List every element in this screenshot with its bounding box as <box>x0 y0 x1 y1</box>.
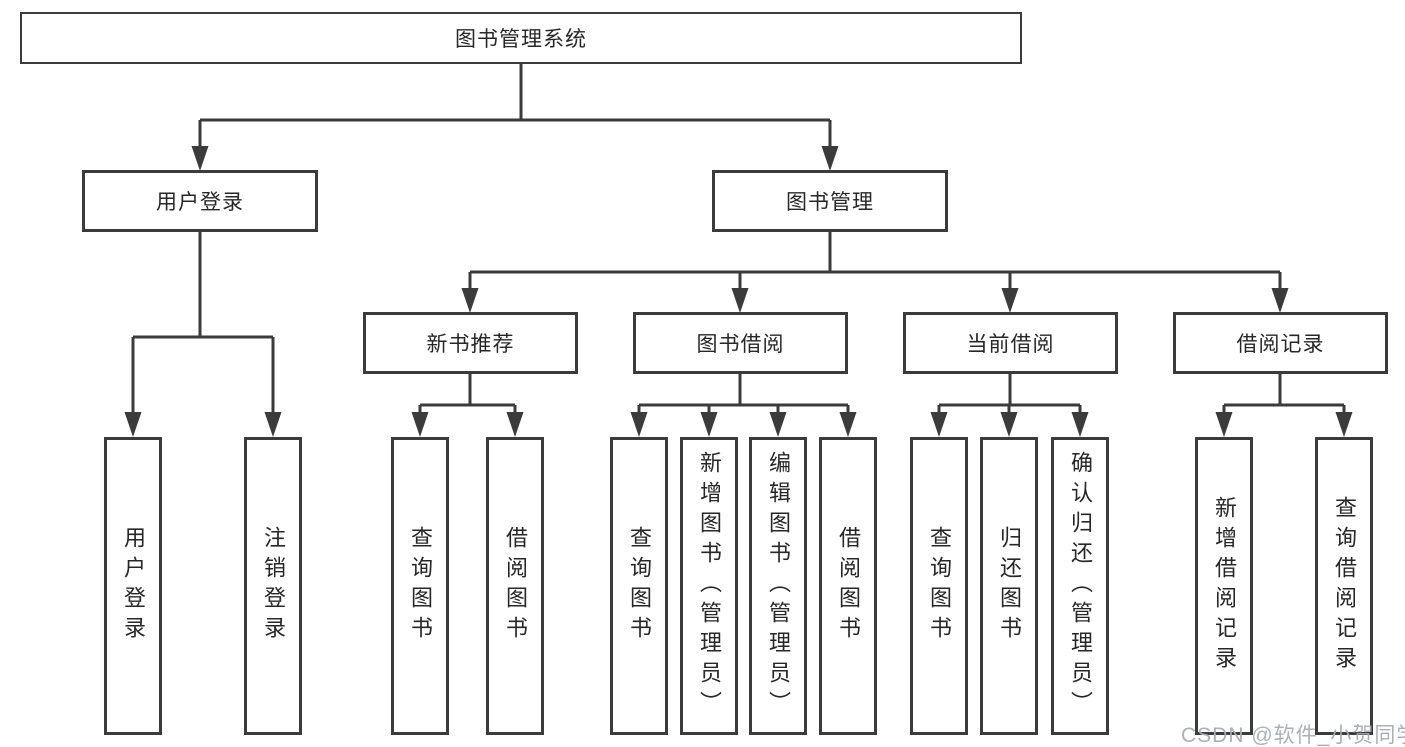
leaf-add-borrow-record: 新增借阅记录 <box>1195 437 1253 735</box>
arrowheads <box>124 146 1353 437</box>
node-label: 图书借阅 <box>696 333 785 356</box>
node-label: 图书管理系统 <box>455 28 587 51</box>
leaf-edit-books-admin: 编辑图书（管理员） <box>749 437 807 735</box>
node-label: 编辑图书（管理员） <box>766 451 791 721</box>
connector-edges <box>131 64 1346 415</box>
node-label: 归还图书 <box>997 526 1022 646</box>
node-label: 注销登录 <box>261 526 286 646</box>
node-current-borrowing: 当前借阅 <box>903 312 1118 374</box>
connector <box>937 374 1082 415</box>
arrowhead-icon <box>769 412 787 437</box>
leaf-query-books: 查询图书 <box>610 437 668 735</box>
connector <box>131 232 275 415</box>
node-label: 借阅图书 <box>836 526 861 646</box>
watermark: CSDN @软件_小贺同学 <box>1181 724 1405 747</box>
leaf-user-login: 用户登录 <box>104 437 162 735</box>
leaf-query-books-recommend: 查询图书 <box>391 437 449 735</box>
node-label: 借阅记录 <box>1236 333 1325 356</box>
arrowhead-icon <box>191 146 209 171</box>
arrowhead-icon <box>731 288 749 313</box>
node-label: 查询图书 <box>627 526 652 646</box>
node-label: 确认归还（管理员） <box>1068 451 1093 721</box>
node-label: 新书推荐 <box>426 333 515 356</box>
node-label: 查询图书 <box>408 526 433 646</box>
arrowhead-icon <box>124 412 142 437</box>
connector <box>1222 374 1346 415</box>
node-library-management-system: 图书管理系统 <box>20 12 1022 64</box>
node-label: 查询图书 <box>927 526 952 646</box>
arrowhead-icon <box>930 412 948 437</box>
arrowhead-icon <box>821 146 839 171</box>
node-label: 查询借阅记录 <box>1332 496 1357 676</box>
node-label: 当前借阅 <box>966 333 1055 356</box>
arrowhead-icon <box>264 412 282 437</box>
leaf-confirm-return-admin: 确认归还（管理员） <box>1051 437 1109 735</box>
connector <box>468 232 1282 293</box>
arrowhead-icon <box>1001 288 1019 313</box>
leaf-add-books-admin: 新增图书（管理员） <box>680 437 738 735</box>
arrowhead-icon <box>1215 412 1233 437</box>
arrowhead-icon <box>461 288 479 313</box>
connector <box>637 374 850 415</box>
node-label: 新增借阅记录 <box>1212 496 1237 676</box>
arrowhead-icon <box>506 412 524 437</box>
leaf-query-borrow-record: 查询借阅记录 <box>1315 437 1373 735</box>
arrowhead-icon <box>1271 288 1289 313</box>
leaf-borrow-books-recommend: 借阅图书 <box>486 437 544 735</box>
node-label: 用户登录 <box>156 191 244 214</box>
arrowhead-icon <box>1071 412 1089 437</box>
node-book-borrowing: 图书借阅 <box>633 312 848 374</box>
node-label: 新增图书（管理员） <box>697 451 722 721</box>
arrowhead-icon <box>411 412 429 437</box>
node-label: 图书管理 <box>786 191 874 214</box>
arrowhead-icon <box>839 412 857 437</box>
arrowhead-icon <box>700 412 718 437</box>
node-user-login: 用户登录 <box>82 170 318 232</box>
node-new-book-recommendation: 新书推荐 <box>363 312 578 374</box>
node-label: 借阅图书 <box>503 526 528 646</box>
leaf-query-books-current: 查询图书 <box>910 437 968 735</box>
node-borrowing-records: 借阅记录 <box>1173 312 1388 374</box>
connector <box>198 64 832 150</box>
node-book-management: 图书管理 <box>712 170 948 232</box>
arrowhead-icon <box>630 412 648 437</box>
leaf-logout: 注销登录 <box>244 437 302 735</box>
leaf-borrow-books: 借阅图书 <box>819 437 877 735</box>
connector <box>418 374 517 415</box>
node-label: 用户登录 <box>121 526 146 646</box>
arrowhead-icon <box>1000 412 1018 437</box>
arrowhead-icon <box>1335 412 1353 437</box>
leaf-return-books: 归还图书 <box>980 437 1038 735</box>
